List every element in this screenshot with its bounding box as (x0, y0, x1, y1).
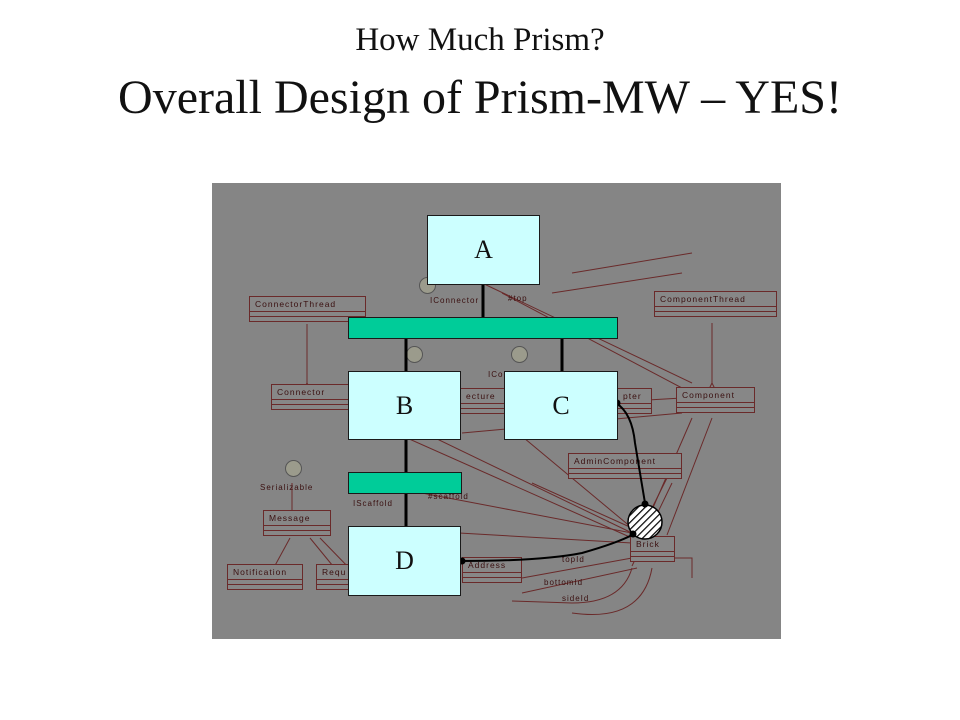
uml-class-name: Requ (317, 565, 351, 580)
label-side-id: sideId (562, 594, 590, 603)
uml-class-connector-thread: ConnectorThread (249, 296, 366, 322)
interface-circle (285, 460, 302, 477)
uml-class-message: Message (263, 510, 331, 536)
uml-class-name: AdminComponent (569, 454, 681, 469)
uml-class-admin-component: AdminComponent (568, 453, 682, 479)
uml-class-name: ComponentThread (655, 292, 776, 307)
label-serializable: Serializable (260, 483, 314, 492)
uml-class-name: ecture (461, 389, 507, 404)
uml-class-name: Brick (631, 537, 674, 552)
uml-class-name: ConnectorThread (250, 297, 365, 312)
uml-class-name: Address (463, 558, 521, 573)
label-iconnector: IConnector (430, 296, 480, 305)
uml-class-component-thread: ComponentThread (654, 291, 777, 317)
uml-class-component: Component (676, 387, 755, 413)
label-iscaffold: IScaffold (353, 499, 393, 508)
slide-subtitle: How Much Prism? (355, 22, 605, 58)
component-a: A (427, 215, 540, 285)
uml-class-connector: Connector (271, 384, 349, 410)
uml-class-notification: Notification (227, 564, 303, 590)
uml-class-request: Requ (316, 564, 352, 590)
label-top-id: topId (562, 555, 585, 564)
slide-title: Overall Design of Prism-MW – YES! (118, 71, 842, 124)
component-c: C (504, 371, 618, 440)
uml-class-name: Component (677, 388, 754, 403)
uml-class-name: Connector (272, 385, 348, 400)
uml-class-name: Notification (228, 565, 302, 580)
component-d: D (348, 526, 461, 596)
uml-class-name: Message (264, 511, 330, 526)
uml-class-name: pter (618, 389, 651, 404)
component-b: B (348, 371, 461, 440)
bottom-connector-bus (348, 472, 462, 494)
label-scaffold: #scaffold (428, 492, 469, 501)
top-connector-bus (348, 317, 618, 339)
label-bottom-id: bottomId (544, 578, 584, 587)
label-icom: ICo (488, 370, 504, 379)
design-diagram: ConnectorThread ComponentThread Connecto… (212, 183, 781, 639)
interface-circle (511, 346, 528, 363)
label-top: #top (508, 294, 528, 303)
